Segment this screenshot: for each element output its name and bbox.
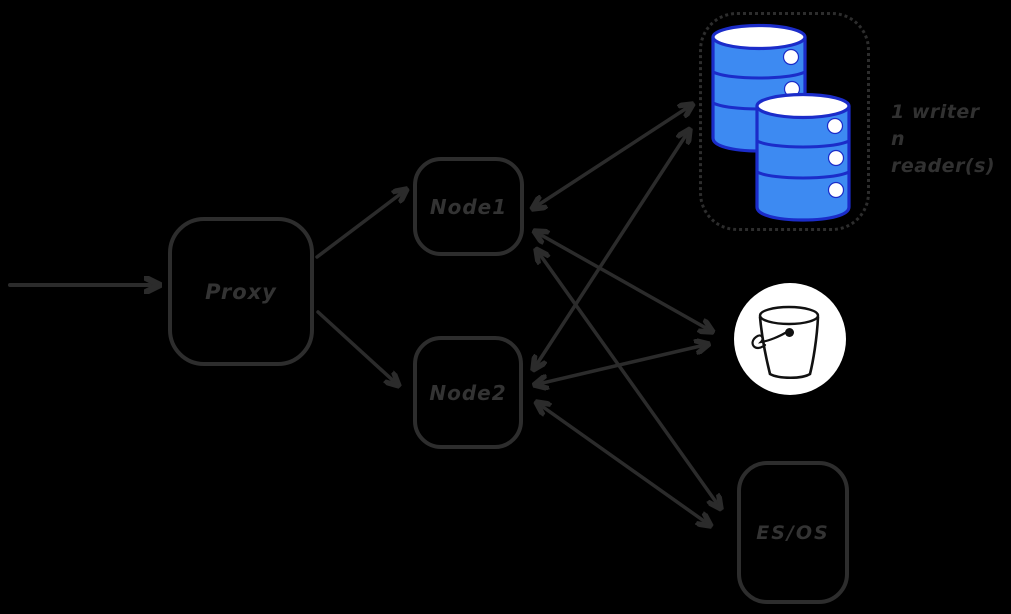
db-cluster-caption: 1 writer n reader(s) — [891, 99, 1011, 180]
arrow-proxy-to-node2 — [316, 310, 399, 386]
db-caption-line1: 1 writer — [891, 101, 980, 123]
database-cylinder-icon — [755, 92, 851, 222]
proxy-node: Proxy — [168, 217, 314, 366]
node2-label: Node2 — [429, 380, 507, 405]
proxy-label: Proxy — [205, 279, 277, 304]
bucket-node — [734, 283, 846, 395]
arrow-node2-esos — [536, 402, 711, 526]
arrow-node2-bucket — [534, 344, 709, 385]
db-caption-line2: n reader(s) — [891, 128, 996, 177]
arrow-node1-db — [532, 104, 693, 209]
arrow-proxy-to-node1 — [315, 189, 407, 259]
node1-node: Node1 — [413, 157, 524, 256]
node1-label: Node1 — [429, 194, 508, 219]
database-cylinders-icon — [711, 23, 851, 222]
es-os-node: ES/OS — [737, 461, 849, 604]
node2-node: Node2 — [413, 336, 523, 449]
bucket-icon — [751, 305, 820, 380]
arrow-node2-db — [533, 129, 690, 370]
es-os-label: ES/OS — [756, 521, 830, 544]
db-cluster-container — [699, 12, 870, 231]
